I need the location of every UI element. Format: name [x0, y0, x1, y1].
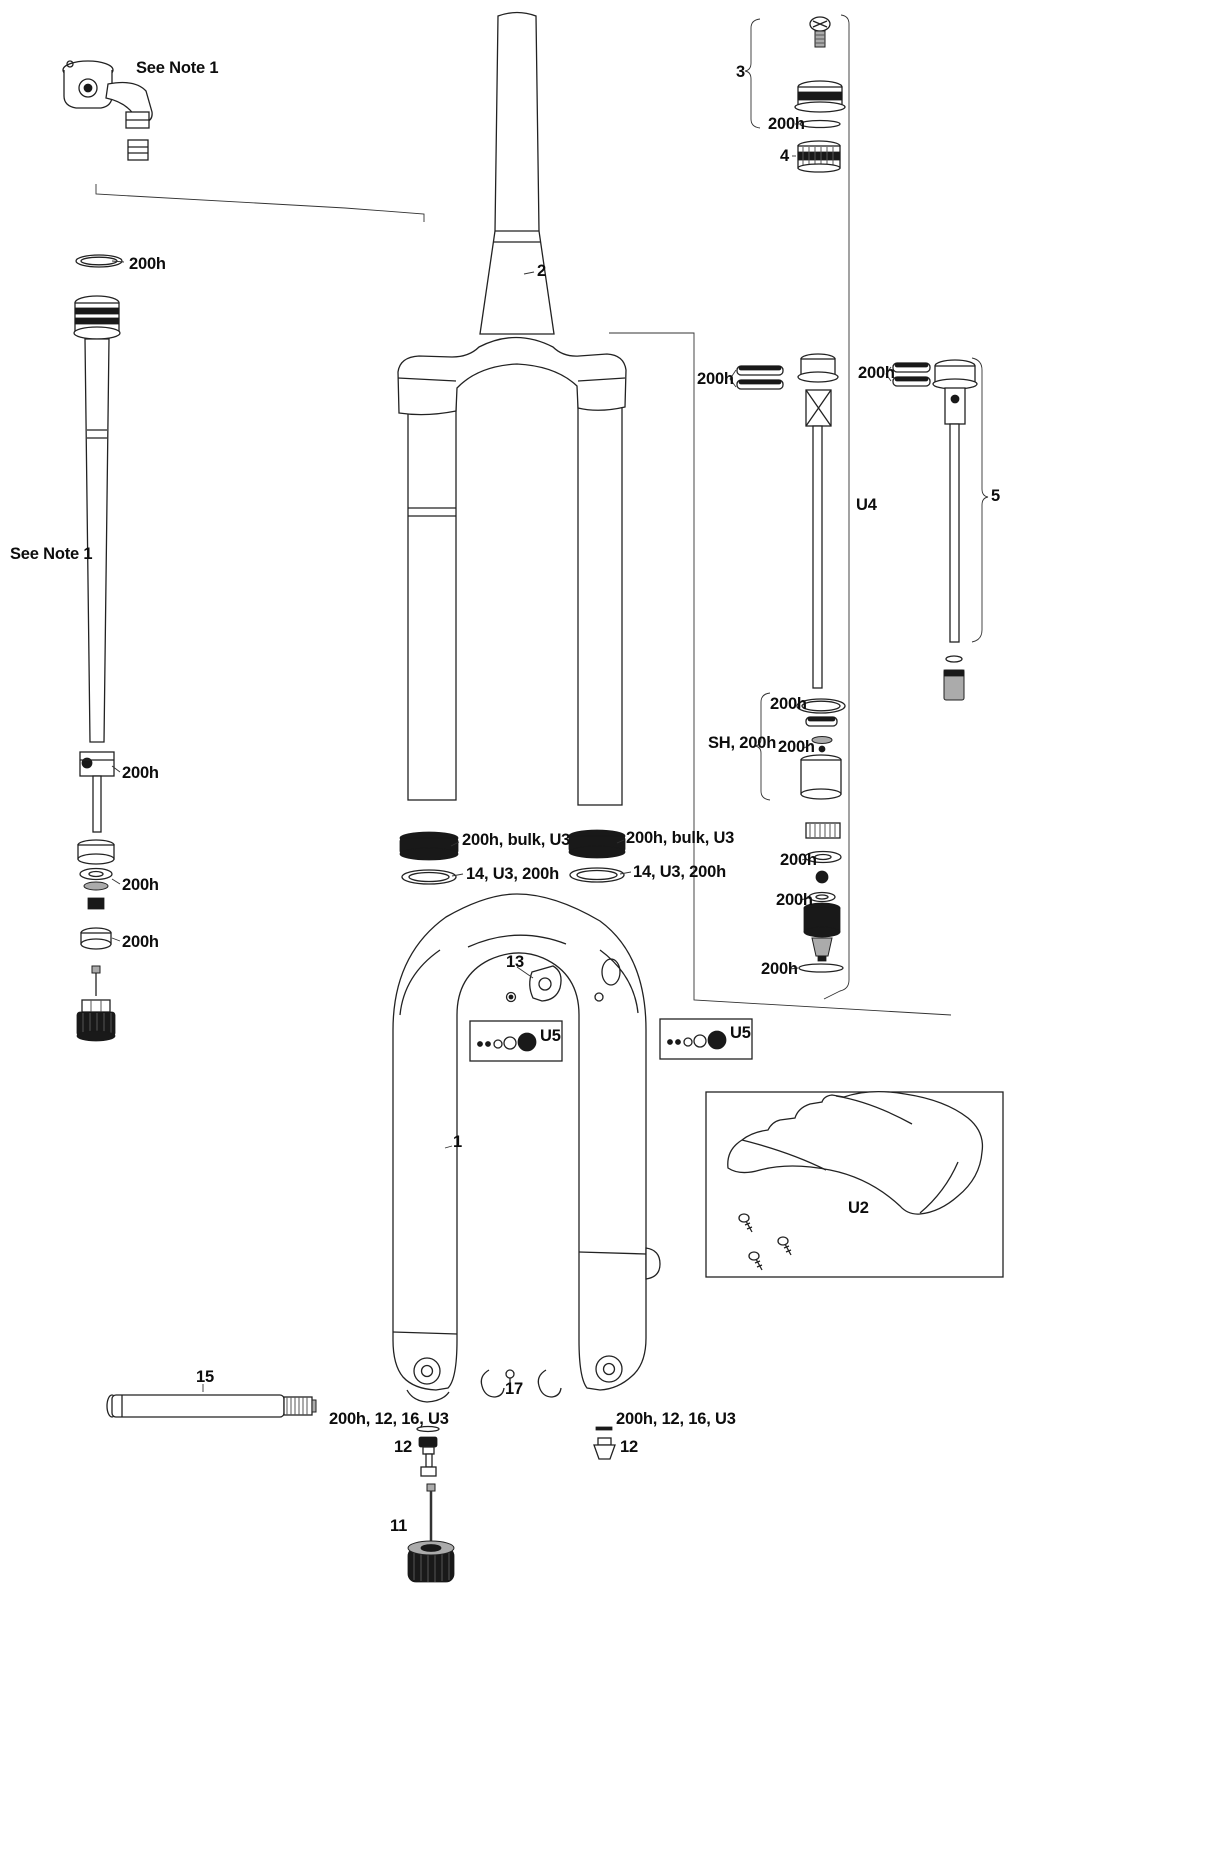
crush-washer-right: [595, 1426, 613, 1431]
air-top-cap: [794, 80, 846, 113]
fender-bolt: [777, 1236, 792, 1256]
callout-washer-200h: 200h: [780, 851, 817, 869]
callout-part-12-right: 12: [620, 1438, 638, 1456]
cone-bolt-right: [593, 1437, 616, 1460]
callout-left-collar-200h: 200h: [122, 764, 159, 782]
dust-seal-right: [568, 829, 626, 859]
fender: [727, 1090, 984, 1215]
spring-small-parts: [943, 655, 965, 701]
crush-washer-left: [416, 1425, 440, 1433]
callout-u5-right: U5: [730, 1024, 751, 1042]
rebound-adjuster: [407, 1483, 455, 1583]
sh-seal-group: [754, 692, 846, 801]
u5-kit-box-right: [659, 1018, 753, 1060]
bracket-3: [744, 18, 761, 129]
callout-see-note-1-top: See Note 1: [136, 59, 219, 77]
callout-part-4: 4: [780, 147, 789, 165]
fender-bolt: [748, 1251, 763, 1271]
callout-bottom-ring-200h: 200h: [761, 960, 798, 978]
callout-damper-seals-200h: 200h: [697, 370, 734, 388]
callout-left-washer-200h: 200h: [122, 876, 159, 894]
right-frame-line: [609, 332, 952, 1016]
callout-left-ring-200h: 200h: [122, 933, 159, 951]
leader-lines: [202, 271, 632, 1392]
crown: [397, 336, 627, 416]
stanchion-right: [577, 397, 623, 806]
spring-shaft-seal-rings: [885, 362, 931, 387]
callout-right-axle-kit: 200h, 12, 16, U3: [616, 1410, 736, 1428]
callout-part-13: 13: [506, 953, 524, 971]
dust-seal-left: [399, 831, 459, 861]
dropout-left: [406, 1357, 450, 1403]
callout-right-ring-200h: 200h: [776, 891, 813, 909]
callout-spring-seals-200h: 200h: [858, 364, 895, 382]
compression-lever: [505, 965, 562, 1003]
rebound-bolt-left: [418, 1436, 438, 1477]
callout-u5-left: U5: [540, 1027, 561, 1045]
air-valve-cap: [792, 140, 841, 173]
foam-ring-left: [401, 869, 457, 885]
crown-race-seal: [75, 254, 125, 268]
u2-fender-box: [705, 1090, 1004, 1278]
callout-see-note-1-left: See Note 1: [10, 545, 93, 563]
callout-group-u2: U2: [848, 1199, 869, 1217]
left-small-parts-stack: [76, 765, 121, 1042]
callout-right-foam-ring: 14, U3, 200h: [633, 863, 726, 881]
thru-axle: [106, 1394, 317, 1418]
callout-crown-race-200h: 200h: [129, 255, 166, 273]
callout-sh-top-200h: 200h: [770, 695, 807, 713]
callout-left-dust-seal: 200h, bulk, U3: [462, 831, 571, 849]
fender-bolt: [738, 1213, 753, 1233]
callout-part-12-left: 12: [394, 1438, 412, 1456]
steerer-tube: [479, 11, 555, 335]
right-parts-stack: [789, 822, 844, 973]
damper-rod-assembly: [797, 353, 839, 689]
callout-sh-200h: SH, 200h: [708, 734, 777, 752]
callout-group-u4: U4: [856, 496, 877, 514]
callout-left-foam-ring: 14, U3, 200h: [466, 865, 559, 883]
foam-ring-right: [569, 867, 625, 883]
callout-part-2: 2: [537, 262, 546, 280]
bracket-5: [971, 357, 989, 643]
star-nut-bolt: [809, 16, 831, 48]
top-cap-o-ring: [795, 119, 841, 129]
brake-mount-tab: [645, 1247, 661, 1280]
cable-guides: [480, 1369, 562, 1398]
callout-part-15: 15: [196, 1368, 214, 1386]
spring-shaft-assembly: [932, 359, 978, 643]
callout-part-11: 11: [390, 1517, 408, 1535]
u4-bracket: [823, 14, 850, 1000]
leader-line-remote: [95, 184, 425, 222]
stanchion-left: [407, 397, 457, 801]
u5-kit-box-left: [469, 1020, 563, 1062]
left-damper-shaft-assembly: [73, 295, 121, 833]
callout-left-axle-kit: 200h, 12, 16, U3: [329, 1410, 449, 1428]
damper-seal-rings: [729, 365, 784, 390]
callout-right-dust-seal: 200h, bulk, U3: [626, 829, 735, 847]
callout-topcap-200h: 200h: [768, 115, 805, 133]
lower-legs: [392, 893, 661, 1391]
callout-part-17: 17: [505, 1380, 523, 1398]
dropout-right: [595, 1355, 623, 1383]
callout-part-1: 1: [453, 1133, 462, 1151]
callout-sh-mid-200h: 200h: [778, 738, 815, 756]
callout-part-5: 5: [991, 487, 1000, 505]
callout-part-3: 3: [736, 63, 745, 81]
remote-lockout-assembly: [62, 60, 153, 161]
